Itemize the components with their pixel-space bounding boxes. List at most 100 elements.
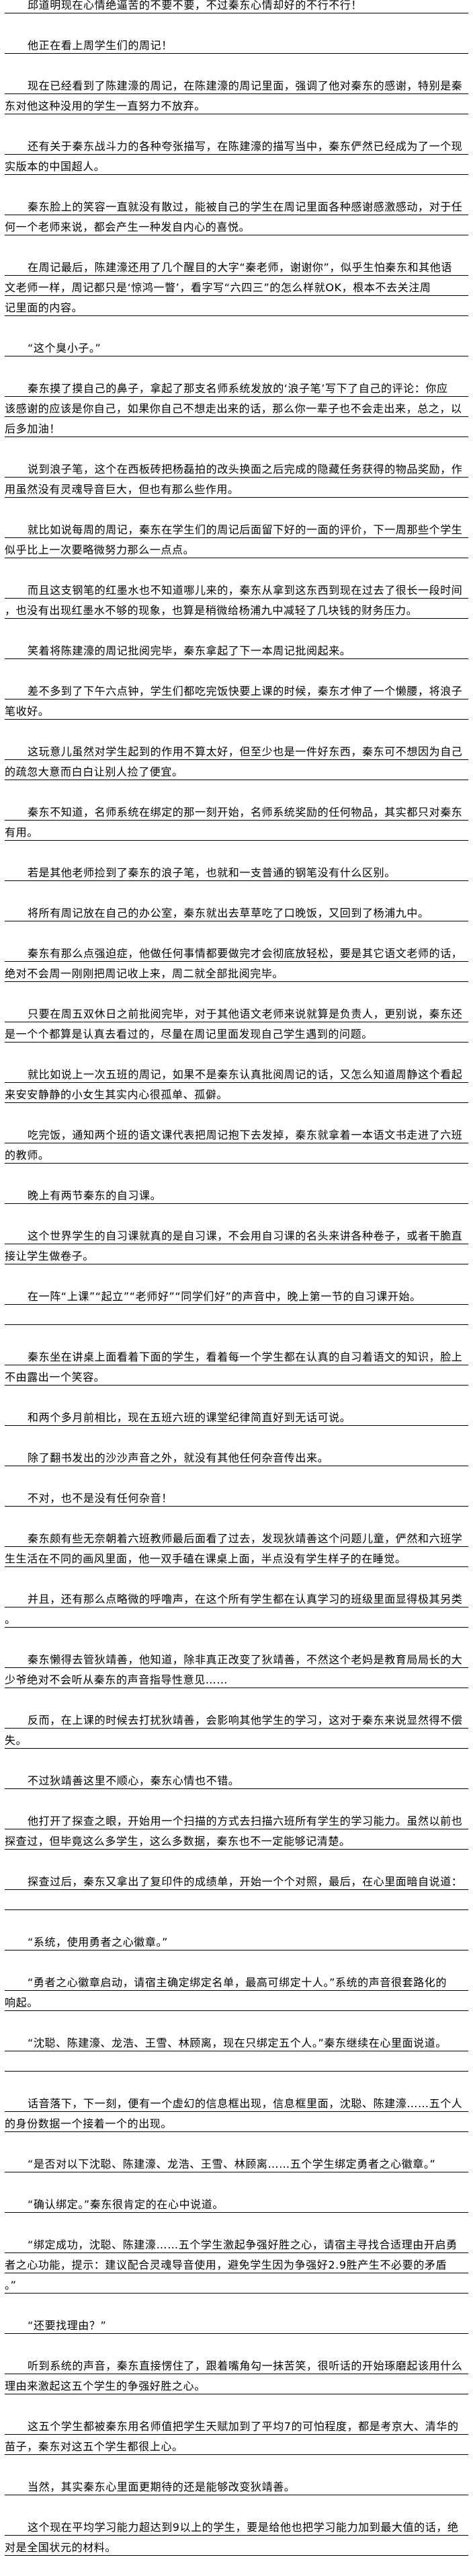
ruled-line: “勇者之心徽章启动，请宿主确定绑定名单，最高可绑定十人。”系统的声音很套路化的 (5, 1971, 468, 1991)
ruled-line: 有用。 (5, 821, 468, 841)
paragraph-spacer (0, 1043, 473, 1063)
ruled-line: 记里面的内容。 (5, 296, 468, 316)
line-text: 而且这支钢笔的红墨水也不知道哪儿来的，秦东从拿到这东西到现在过去了很长一段时间 (28, 584, 463, 597)
ruled-line: 而且这支钢笔的红墨水也不知道哪儿来的，秦东从拿到这东西到现在过去了很长一段时间 (5, 578, 468, 599)
ruled-line: 响起。 (5, 1991, 468, 2011)
line-text: 秦东懒得去管狄靖善，他知道，除非真正改变了狄靖善，不然这个老妈是教育局局长的大 (28, 1653, 463, 1666)
line-text: 不对，也不是没有任何杂音！ (28, 1492, 173, 1505)
paragraph-spacer (0, 1567, 473, 1587)
paragraph-spacer (0, 1950, 473, 1971)
ruled-line: 秦东有那么点强迫症，他做任何事情都要做完才会彻底放轻松，要是其它语文老师的话， (5, 942, 468, 962)
paragraph-spacer (0, 54, 473, 74)
line-text: 说到浪子笔，这个在西板砖把杨磊拍的改头换面之后完成的隐藏任务获得的物品奖励，作 (28, 463, 463, 476)
line-text: “还要找理由？” (28, 2319, 107, 2332)
paragraph: 笑着将陈建濠的周记批阅完毕，秦东拿起了下一本周记批阅起来。 (0, 639, 473, 659)
line-text: 秦东颇有些无奈朝着六班教师最后面看了过去，发现狄靖善这个问题儿童，俨然和六班学 (28, 1532, 463, 1545)
line-text: 这个世界学生的自习课就真的是自习课，不会用自习课的名头来讲各种卷子，或者干脆直 (28, 1229, 463, 1242)
ruled-line: ，也没有出现红墨水不够的现象，也算是稍微给杨浦九中减轻了几块钱的财务压力。 (5, 599, 468, 619)
line-text: 。 (5, 1613, 16, 1626)
ruled-line: “还要找理由？” (5, 2314, 468, 2334)
ruled-line: 他正在看上周学生们的周记！ (5, 34, 468, 54)
line-text: 似乎比上一次要略微努力那么一点点。 (5, 543, 195, 556)
paragraph: 邱道明现在心情绝逼苦的不要不要，不过秦东心情却好的不行不行！ (0, 0, 473, 13)
paragraph: “这个臭小子。” (0, 336, 473, 356)
paragraph: 反而，在上课的时候去打扰狄靖善，会影响其他学生的学习，这对于秦东来说显然得不偿失… (0, 1708, 473, 1749)
paragraph: 探查过后，秦东又拿出了复印件的成绩单，开始一个个对照，最后，在心里面暗自说道： (0, 1870, 473, 1910)
paragraph-spacer (0, 1325, 473, 1345)
paragraph: 这五个学生都被秦东用名师值把学生天赋加到了平均7的可怕程度，都是考京大、清华的苗… (0, 2415, 473, 2455)
line-text: 少爷绝对不会听从秦东的声音指导性意见…… (5, 1673, 228, 1686)
line-text: 吃完饭，通知两个班的语文课代表把周记抱下去发掉，秦东就拿着一本语文书走进了六班 (28, 1129, 463, 1141)
ruled-line: 就比如说上一次五班的周记，如果不是秦东认真批阅周记的话，又怎么知道周静这个看起 (5, 1063, 468, 1083)
line-text: 当然，其实秦东心里面更期待的还是能够改变狄靖善。 (28, 2480, 296, 2493)
ruled-line: 的疏忽大意而白白让别人捡了便宜。 (5, 760, 468, 780)
paragraph: 现在已经看到了陈建濠的周记，在陈建濠的周记里面，强调了他对秦东的感谢，特别是秦东… (0, 74, 473, 114)
paragraph: 说到浪子笔，这个在西板砖把杨磊拍的改头换面之后完成的隐藏任务获得的物品奖励，作用… (0, 457, 473, 498)
paragraph: 秦东有那么点强迫症，他做任何事情都要做完才会彻底放轻松，要是其它语文老师的话，绝… (0, 942, 473, 982)
paragraph: 并且，还有那么点略微的呼噜声，在这个所有学生都在认真学习的班级里面显得极其另类。 (0, 1587, 473, 1628)
ruled-line: 差不多到了下午六点钟，学生们都吃完饭快要上课的时候，秦东才伸了一个懒腰，将浪子 (5, 679, 468, 699)
line-text: 东对他这种没用的学生一直努力不放弃。 (5, 100, 206, 112)
paragraph-spacer (0, 1164, 473, 1184)
ruled-line: 将所有周记放在自己的办公室，秦东就出去草草吃了口晚饭，又回到了杨浦九中。 (5, 901, 468, 921)
line-text: “这个臭小子。” (28, 342, 101, 354)
ruled-line: 在周记最后，陈建濠还用了几个醒目的大字“秦老师，谢谢你”，似乎生怕秦东和其他语 (5, 256, 468, 276)
line-text: 是一个个都算是认真去看过的，尽量在周记里面发现自己学生遇到的问题。 (5, 1028, 373, 1040)
line-text: ，也没有出现红墨水不够的现象，也算是稍微给杨浦九中减轻了几块钱的财务压力。 (5, 604, 418, 617)
line-text: 秦东有那么点强迫症，他做任何事情都要做完才会彻底放轻松，要是其它语文老师的话， (28, 947, 463, 960)
paragraph-spacer (0, 780, 473, 800)
paragraph-spacer (0, 175, 473, 195)
paragraph: 而且这支钢笔的红墨水也不知道哪儿来的，秦东从拿到这东西到现在过去了很长一段时间 ，… (0, 578, 473, 619)
ruled-line: 秦东坐在讲桌上面看着下面的学生，看着每一个学生都在认真的自习着语文的知识，脸上 (5, 1345, 468, 1365)
ruled-line: 是一个个都算是认真去看过的，尽量在周记里面发现自己学生遇到的问题。 (5, 1022, 468, 1043)
paragraph: 除了翻书发出的沙沙声音之外，就没有其他任何杂音传出来。 (0, 1446, 473, 1466)
paragraph-spacer (0, 2556, 473, 2576)
ruled-line: 这个现在平均学习能力超达到9以上的学生，要是给他也把学习能力加到最大值的话，绝 (5, 2515, 468, 2536)
line-text: 秦东摸了摸自己的鼻子，拿起了那支名师系统发放的‘浪子笔’写下了自己的评论：你应 (28, 382, 448, 395)
ruled-line: “绑定成功，沈聪、陈建濠……五个学生激起争强好胜之心，请宿主寻找合适理由开启勇 (5, 2233, 468, 2253)
line-text: “系统，使用勇者之心徽章。” (28, 1936, 168, 1948)
line-text: 实版本的中国超人。 (5, 160, 105, 173)
paragraph: 这个现在平均学习能力超达到9以上的学生，要是给他也把学习能力加到最大值的话，绝对… (0, 2515, 473, 2556)
paragraph-spacer (0, 1789, 473, 1809)
paragraph-spacer (0, 881, 473, 901)
paragraph: 不过狄靖善这里不顺心，秦东心情也不错。 (0, 1769, 473, 1789)
ruled-line: 若是其他老师捡到了秦东的浪子笔，也就和一支普通的钢笔没有什么区别。 (5, 861, 468, 881)
ruled-line: 笑着将陈建濠的周记批阅完毕，秦东拿起了下一本周记批阅起来。 (5, 639, 468, 659)
line-text: “沈聪、陈建濠、龙浩、王雪、林顾离，现在只绑定五个人。”秦东继续在心里面说道。 (28, 2037, 447, 2049)
line-text: 探查过后，秦东又拿出了复印件的成绩单，开始一个个对照，最后，在心里面暗自说道： (28, 1875, 463, 1888)
paragraph-spacer (0, 619, 473, 639)
line-text: 就比如说上一次五班的周记，如果不是秦东认真批阅周记的话，又怎么知道周静这个看起 (28, 1068, 463, 1081)
ruled-line: 听到系统的声音，秦东直接愣住了，跟着嘴角勾一抹苦笑，很听话的开始琢磨起该用什么 (5, 2354, 468, 2374)
line-text: 不由露出一个笑容。 (5, 1371, 105, 1384)
paragraph: “是否对以下沈聪、陈建濠、龙浩、王雪、林顾离……五个学生绑定勇者之心徽章。” (0, 2152, 473, 2172)
ruled-line: 对是全国状元的材料。 (5, 2536, 468, 2556)
line-text: 何一个老师来说，都会产生一种发自内心的喜悦。 (5, 221, 251, 233)
ruled-line (5, 1890, 468, 1910)
paragraph-spacer (0, 1103, 473, 1123)
line-text: 文老师一样，周记都只是‘惊鸿一瞥’，看字写“六四三”的怎么样就OK，根本不去关注… (5, 281, 431, 294)
paragraph-spacer (0, 659, 473, 679)
paragraph-spacer (0, 841, 473, 861)
paragraph: 和两个多月前相比，现在五班六班的课堂纪律简直好到无话可说。 (0, 1406, 473, 1426)
line-text: “绑定成功，沈聪、陈建濠……五个学生激起争强好胜之心，请宿主寻找合适理由开启勇 (28, 2238, 458, 2251)
line-text: 响起。 (5, 1996, 38, 2009)
paragraph: 就比如说每周的周记，秦东在学生们的周记后面留下好的一面的评价，下一周那些个学生似… (0, 518, 473, 558)
ruled-line: 。” (5, 2273, 468, 2294)
paragraph: 听到系统的声音，秦东直接愣住了，跟着嘴角勾一抹苦笑，很听话的开始琢磨起该用什么理… (0, 2354, 473, 2394)
line-text: 该感谢的应该是你自己，如果你自己不想走出来的话，那么你一辈子也不会走出来，总之，… (5, 402, 462, 415)
line-text: 用虽然没有灵魂导音巨大，但也有那么些作用。 (5, 483, 239, 496)
line-text: 并且，还有那么点略微的呼噜声，在这个所有学生都在认真学习的班级里面显得极其另类 (28, 1593, 463, 1605)
ruled-line: 邱道明现在心情绝逼苦的不要不要，不过秦东心情却好的不行不行！ (5, 0, 468, 13)
ruled-line: 他打开了探查之眼，开始用一个扫描的方式去扫描六班所有学生的学习能力。虽然以前也 (5, 1809, 468, 1829)
line-text: 有用。 (5, 826, 38, 839)
ruled-line: 话音落下，下一刻，便有一个虚幻的信息框出现，信息框里面，沈聪、陈建濠……五个人 (5, 2092, 468, 2112)
line-text: 听到系统的声音，秦东直接愣住了，跟着嘴角勾一抹苦笑，很听话的开始琢磨起该用什么 (28, 2359, 463, 2372)
paragraph-spacer (0, 1850, 473, 1870)
ruled-line: 来安安静静的小女生其实内心很孤单、孤僻。 (5, 1083, 468, 1103)
paragraph-spacer (0, 114, 473, 135)
ruled-line (5, 1305, 468, 1325)
paragraph-spacer (0, 720, 473, 740)
paragraph: 秦东颇有些无奈朝着六班教师最后面看了过去，发现狄靖善这个问题儿童，俨然和六班学生… (0, 1527, 473, 1567)
